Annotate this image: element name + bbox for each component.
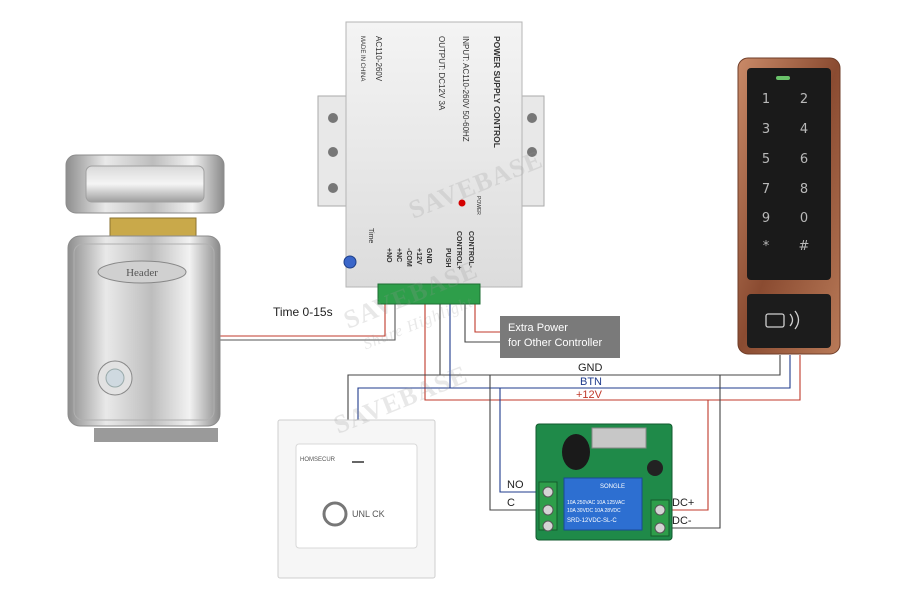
screw-dcplus xyxy=(654,504,666,516)
time-label: Time 0-15s xyxy=(273,305,333,319)
relay-no-wire xyxy=(499,388,548,493)
terminal-nc: +NC xyxy=(395,248,402,263)
extra-power-line-2: for Other Controller xyxy=(508,337,603,349)
relay-module xyxy=(535,423,673,541)
keypad-key-hash[interactable]: # xyxy=(798,239,810,254)
gnd-wire xyxy=(439,300,781,376)
keypad-key-2[interactable]: 2 xyxy=(799,92,809,107)
keypad-key-star[interactable]: * xyxy=(762,239,770,254)
keypad-key-8[interactable]: 8 xyxy=(799,182,809,197)
power-supply xyxy=(317,21,545,305)
exit-button-panel xyxy=(277,419,436,579)
relay-model: SRD-12VDC-SL-C xyxy=(567,518,617,524)
lock-wire-red xyxy=(220,290,386,337)
wires xyxy=(220,290,801,529)
gnd-label: GND xyxy=(578,362,603,374)
relay-spec-2: 10A 30VDC 10A 28VDC xyxy=(567,508,621,514)
psu-time-label: Time xyxy=(367,228,374,244)
screw-no xyxy=(542,486,554,498)
exit-button-brand: HOMSECUR xyxy=(300,457,336,463)
relay-dcminus-wire xyxy=(660,375,721,529)
relay-dcminus-label: DC- xyxy=(672,515,692,527)
exit-button-text: UNL CK xyxy=(352,509,385,519)
extra-power-line-1: Extra Power xyxy=(508,322,568,334)
keypad-indicator xyxy=(776,76,790,80)
relay-c-wire xyxy=(489,375,548,511)
relay-dcplus-label: DC+ xyxy=(672,497,695,509)
psu-body xyxy=(345,21,523,288)
keypad-screen xyxy=(747,68,831,280)
btn-label: BTN xyxy=(580,376,602,388)
rfid-wave-icon xyxy=(789,310,800,330)
exit-wire-b xyxy=(357,387,450,430)
relay-no-label: NO xyxy=(507,479,524,491)
screw-c xyxy=(542,504,554,516)
keypad-key-9[interactable]: 9 xyxy=(761,211,771,226)
terminal-gnd: GND xyxy=(425,248,432,264)
card-reader-area xyxy=(747,294,831,348)
v12-label: +12V xyxy=(576,389,602,401)
terminal-block xyxy=(377,283,481,305)
terminal-com: -COM xyxy=(405,248,412,267)
time-knob xyxy=(343,255,357,269)
access-keypad xyxy=(737,57,841,355)
v12-wire xyxy=(424,300,801,401)
keypad-key-7[interactable]: 7 xyxy=(761,182,771,197)
screw-dcminus xyxy=(654,522,666,534)
lock-wire-dark xyxy=(220,290,396,341)
psu-input: INPUT: AC110-260V 50-60HZ xyxy=(461,36,470,142)
power-led xyxy=(458,199,466,207)
relay-spec-1: 10A 250VAC 10A 125VAC xyxy=(567,500,625,506)
lock-brand-plate xyxy=(97,260,187,284)
lock-brand: Header xyxy=(126,267,158,279)
key-icon xyxy=(322,501,348,527)
keypad-key-4[interactable]: 4 xyxy=(799,122,809,137)
keypad-key-3[interactable]: 3 xyxy=(761,122,771,137)
lock-bolt xyxy=(109,217,197,237)
psu-ac-rating: AC110-260V xyxy=(374,36,383,82)
relay-dcplus-wire xyxy=(660,400,709,511)
extra-power-box: Extra Power for Other Controller xyxy=(500,316,620,358)
relay-block xyxy=(563,477,643,531)
extra-power-wire-1 xyxy=(464,300,500,343)
keypad-key-5[interactable]: 5 xyxy=(761,152,771,167)
terminal-no: +NO xyxy=(385,248,392,263)
psu-made-in: MADE IN CHINA xyxy=(359,36,365,82)
electric-lock: Header xyxy=(65,154,225,442)
btn-wire xyxy=(449,300,791,389)
psu-output: OUTPUT: DC12V 3A xyxy=(437,36,446,111)
terminal-12v: +12V xyxy=(415,248,422,265)
extra-power-wire-2 xyxy=(474,300,500,333)
keypad-key-1[interactable]: 1 xyxy=(761,92,771,107)
relay-brand: SONGLE xyxy=(600,484,626,490)
exit-wire-a xyxy=(347,374,440,430)
keypad-key-0[interactable]: 0 xyxy=(799,211,809,226)
card-icon xyxy=(765,313,785,328)
psu-title: POWER SUPPLY CONTROL xyxy=(492,36,502,148)
keypad-key-6[interactable]: 6 xyxy=(799,152,809,167)
relay-c-label: C xyxy=(507,497,515,509)
